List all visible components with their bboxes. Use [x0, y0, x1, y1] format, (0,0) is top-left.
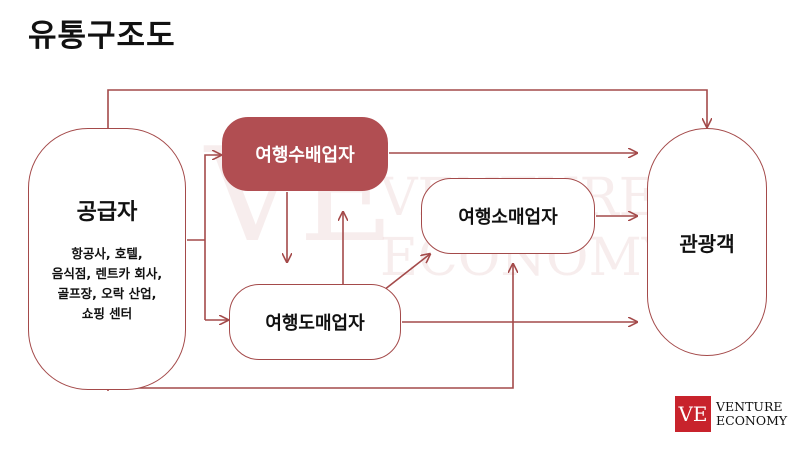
logo-line-1: VENTURE	[716, 399, 783, 414]
supplier-detail-line: 쇼핑 센터	[81, 306, 133, 321]
supplier-node: 공급자 항공사, 호텔, 음식점, 렌트카 회사, 골프장, 오락 산업, 쇼핑…	[28, 128, 186, 390]
tourist-node: 관광객	[647, 128, 767, 356]
connector-wholesaler-to-retailer-diagonal	[383, 254, 430, 291]
tourist-label: 관광객	[679, 231, 735, 256]
tour-buyer-label: 여행수배업자	[255, 145, 355, 166]
tour-wholesaler-node: 여행도매업자	[229, 284, 401, 360]
tour-wholesaler-label: 여행도매업자	[265, 313, 365, 334]
logo-mark: VE	[675, 396, 711, 432]
tour-retailer-node: 여행소매업자	[421, 178, 595, 254]
connector-supplier-to-tourist-top	[107, 89, 707, 128]
tour-retailer-label: 여행소매업자	[458, 207, 558, 228]
supplier-detail-line: 골프장, 오락 산업,	[57, 286, 157, 301]
supplier-detail-line: 항공사, 호텔,	[71, 246, 143, 261]
connector-to-buyer	[204, 155, 221, 320]
venture-economy-logo: VE VENTURE ECONOMY	[675, 396, 787, 432]
supplier-details: 항공사, 호텔, 음식점, 렌트카 회사, 골프장, 오락 산업, 쇼핑 센터	[52, 244, 162, 324]
supplier-detail-line: 음식점, 렌트카 회사,	[51, 266, 163, 281]
supplier-label: 공급자	[76, 200, 138, 225]
logo-line-2: ECONOMY	[716, 413, 788, 428]
logo-text: VENTURE ECONOMY	[716, 400, 787, 428]
tour-buyer-node: 여행수배업자	[222, 117, 388, 191]
page-title: 유통구조도	[28, 18, 176, 54]
